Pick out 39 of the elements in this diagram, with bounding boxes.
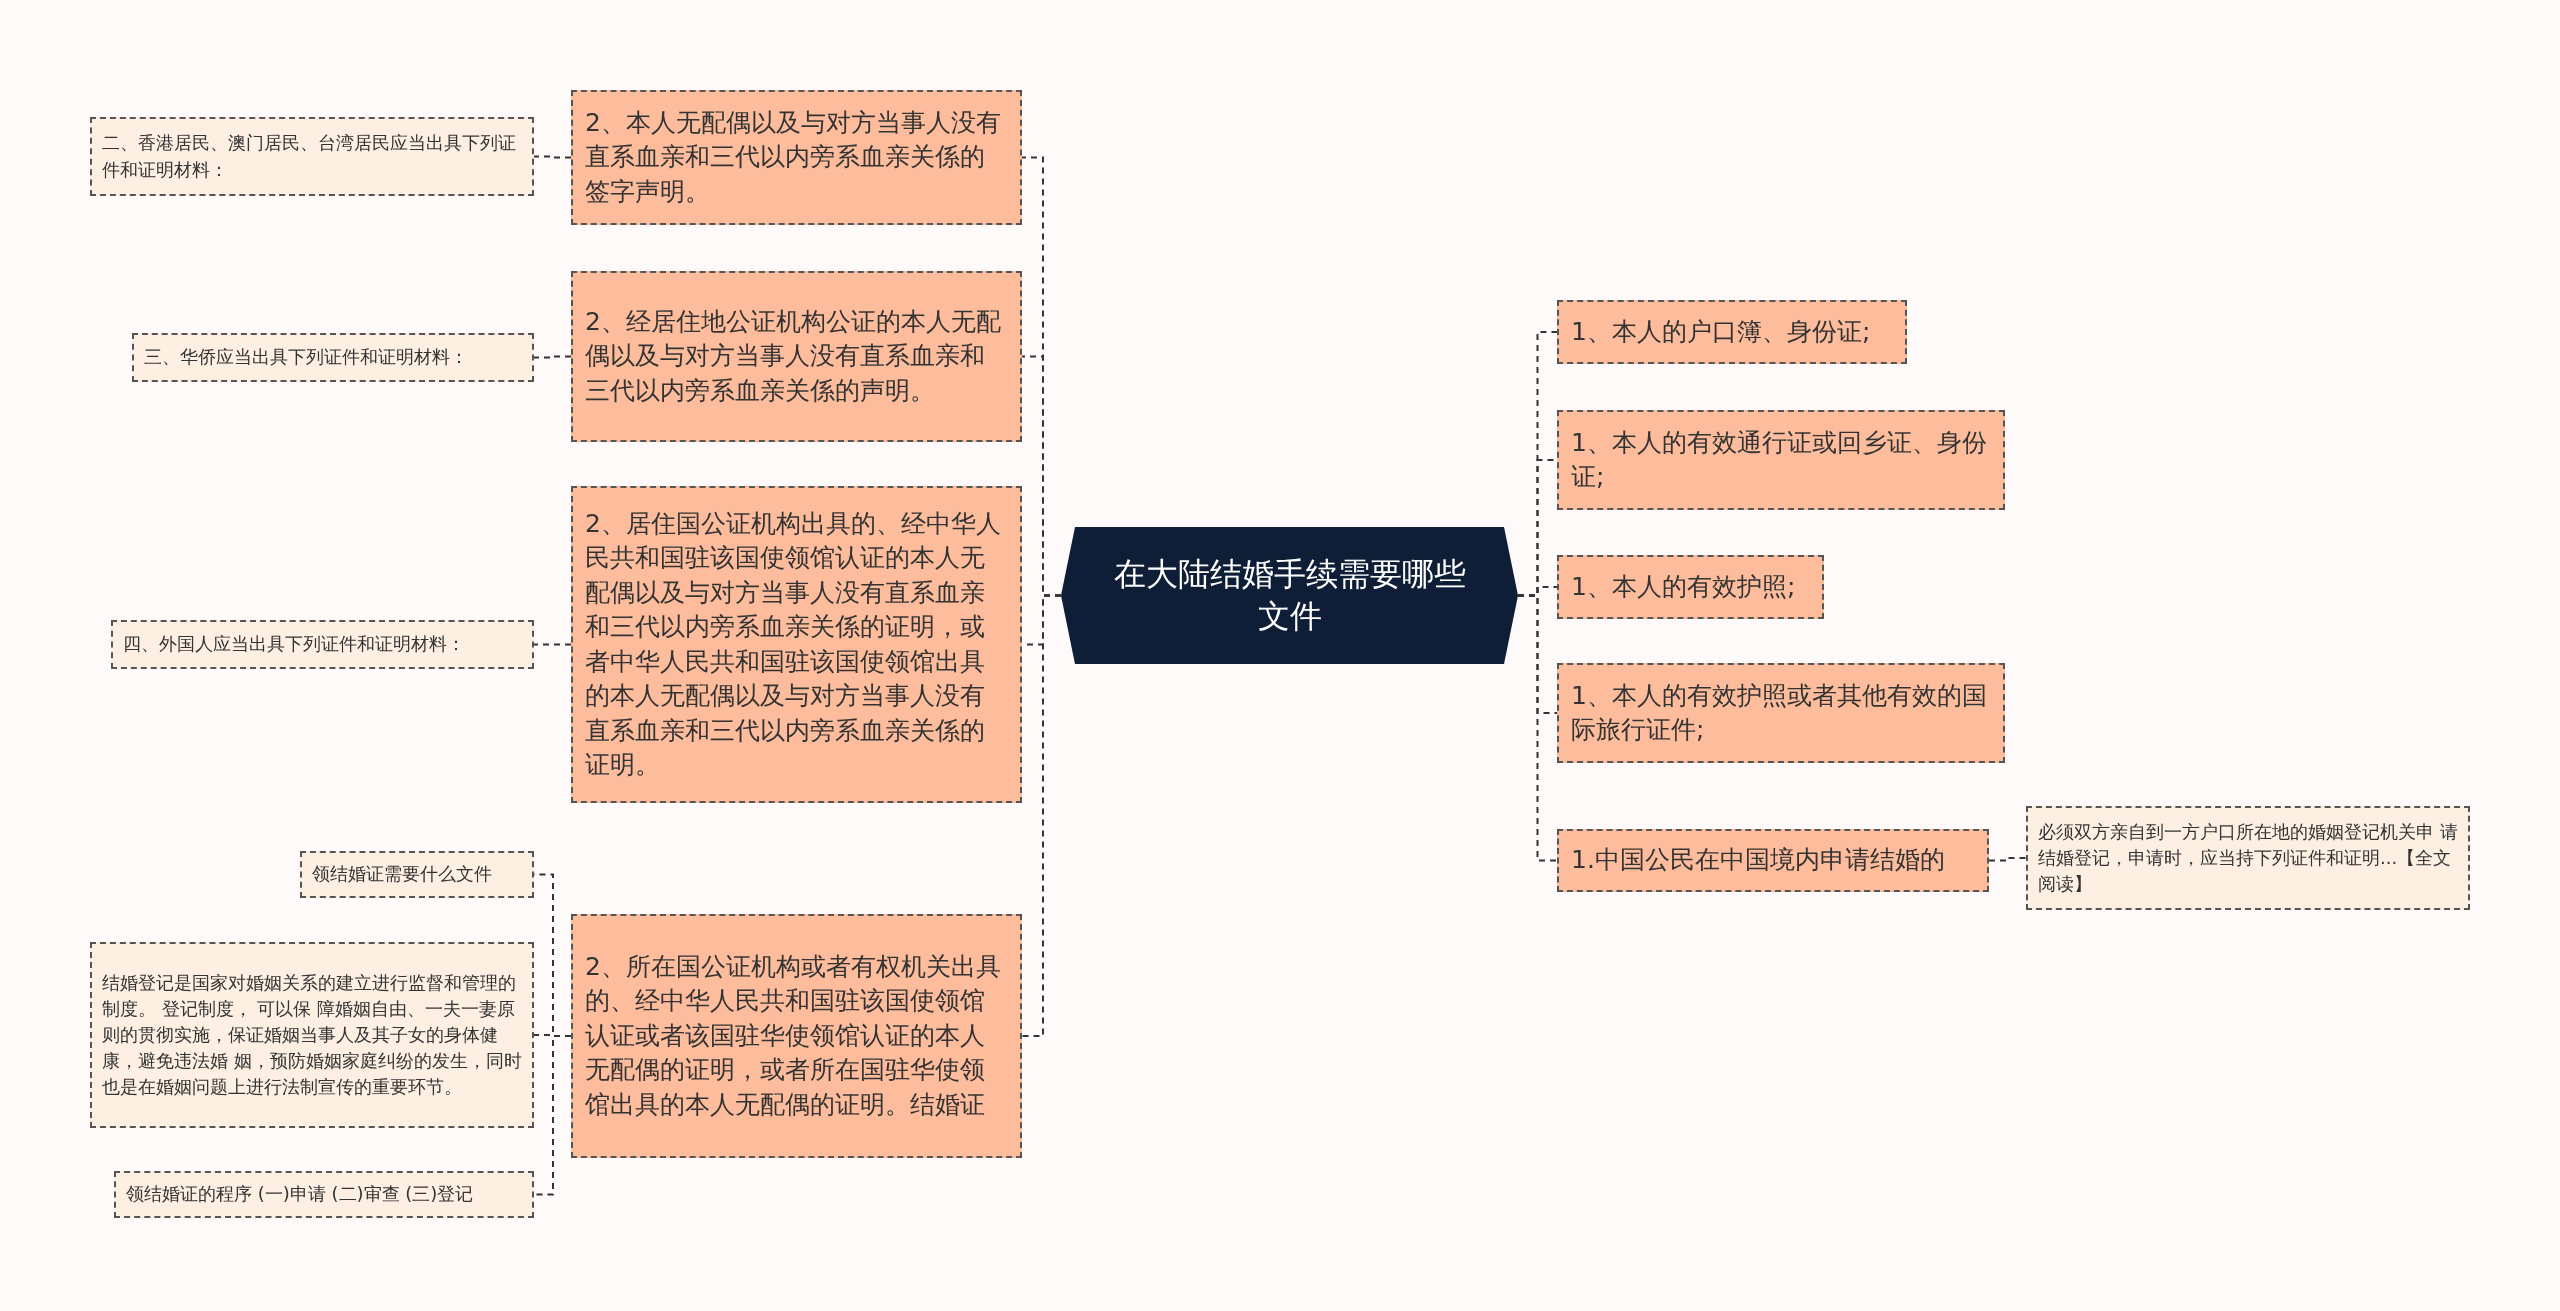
connector-line	[533, 155, 572, 159]
topic-box	[1557, 829, 1989, 892]
node-text: 三、华侨应当出具下列证件和证明材料：	[144, 345, 469, 370]
subtopic-box	[132, 333, 534, 382]
topic-box	[1557, 300, 1907, 364]
node-text: 1、本人的有效护照;	[1571, 570, 1797, 603]
subtopic-box	[2026, 806, 2470, 910]
node-text: 1、本人的有效护照或者其他有效的国际旅行证件;	[1571, 679, 1988, 746]
node-text: 领结婚证需要什么文件	[312, 862, 493, 887]
node-text: 结婚登记是国家对婚姻关系的建立进行监督和管理的制度。 登记制度， 可以保 障婚姻自由、一夫一妻原则的贯彻实施，保证婚姻当事人及其子女的身体健康，避免违法婚 姻，预防婚姻家庭纠纷的发生，同时也是在婚姻问题上进行法制宣传的重要环节。	[102, 970, 522, 1100]
node-text: 2、所在国公证机构或者有权机关出具的、经中华人民共和国驻该国使领馆认证或者该国驻华使领馆认证的本人无配偶的证明，或者所在国驻华使领馆出具的本人无配偶的证明。结婚证	[585, 950, 1002, 1121]
connector-line	[1517, 594, 1558, 862]
topic-box	[571, 914, 1022, 1158]
node-text: 领结婚证的程序 (一)申请 (二)审查 (三)登记	[126, 1182, 475, 1207]
connector-line	[1988, 857, 2027, 862]
node-text: 2、居住国公证机构出具的、经中华人民共和国驻该国使领馆认证的本人无配偶以及与对方当事人没有直系血亲和三代以内旁系血亲关係的证明，或者中华人民共和国驻该国使领馆出具的本人无配偶以及与对方当事人没有直系血亲和三代以内旁系血亲关係的证明。	[585, 507, 1002, 781]
subtopic-box	[90, 942, 534, 1128]
topic-box	[1557, 663, 2005, 763]
connector-line	[1021, 594, 1062, 1037]
connector-line	[533, 355, 572, 359]
topic-box	[1557, 555, 1824, 619]
connector-line	[533, 643, 572, 646]
topic-box	[571, 271, 1022, 442]
node-text: 在大陆结婚手续需要哪些文件	[1113, 554, 1466, 635]
node-text: 1.中国公民在中国境内申请结婚的	[1571, 844, 1946, 877]
subtopic-box	[300, 851, 534, 898]
subtopic-box	[90, 117, 534, 196]
node-text: 1、本人的户口簿、身份证;	[1571, 315, 1872, 348]
topic-box	[571, 90, 1022, 225]
node-text: 二、香港居民、澳门居民、台湾居民应当出具下列证件和证明材料：	[102, 131, 517, 182]
topic-box	[1557, 410, 2005, 510]
node-text: 1、本人的有效通行证或回乡证、身份证;	[1571, 426, 1988, 493]
topic-box	[571, 486, 1022, 803]
node-text: 必须双方亲自到一方户口所在地的婚姻登记机关申 请结婚登记，申请时，应当持下列证件和证明...【全文阅读】	[2038, 819, 2458, 897]
subtopic-box	[114, 1171, 534, 1218]
node-text: 四、外国人应当出具下列证件和证明材料：	[123, 632, 466, 657]
subtopic-box	[111, 620, 534, 669]
node-text: 2、本人无配偶以及与对方当事人没有直系血亲和三代以内旁系血亲关係的签字声明。	[585, 106, 1002, 208]
node-text: 2、经居住地公证机构公证的本人无配偶以及与对方当事人没有直系血亲和三代以内旁系血亲关係的声明。	[585, 305, 1002, 407]
